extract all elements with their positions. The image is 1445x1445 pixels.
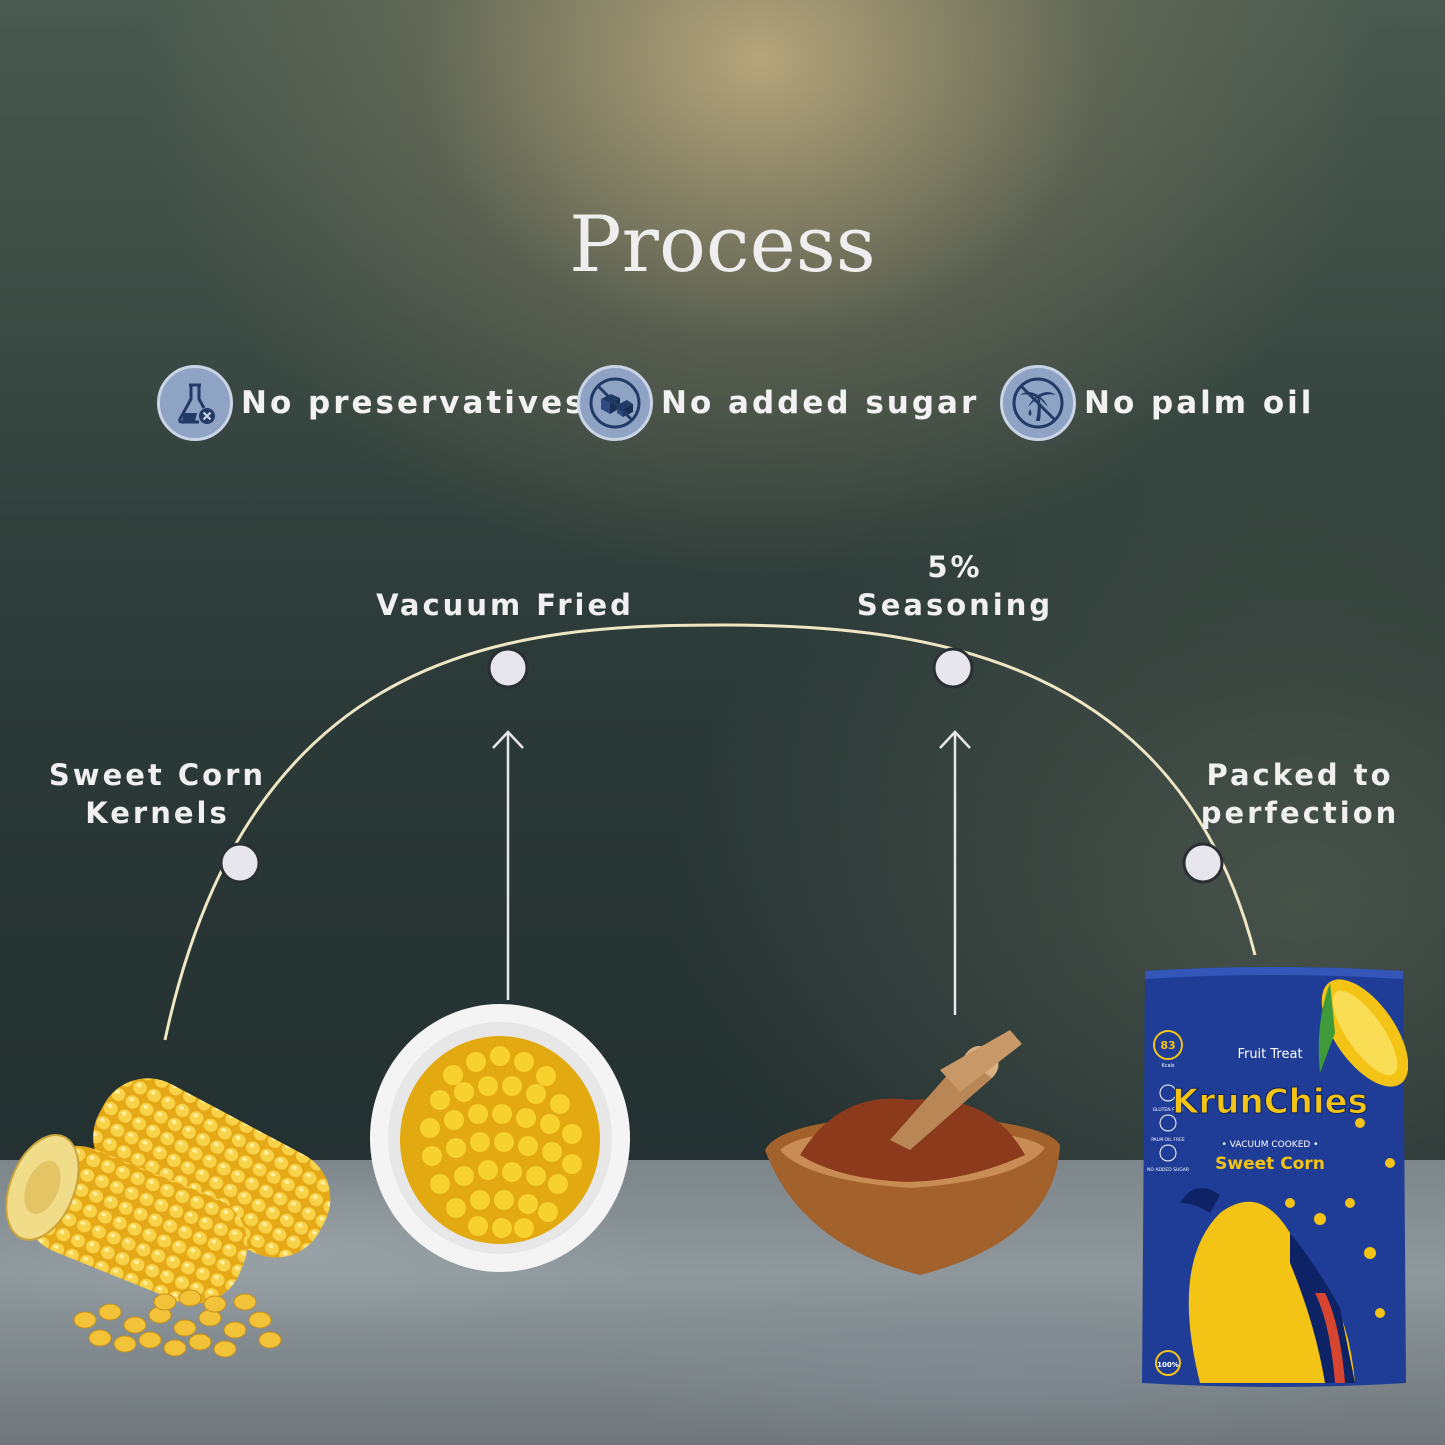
claim-palm-oil-free: PALM OIL FREE — [1151, 1137, 1185, 1143]
node-sweet-corn — [219, 842, 261, 884]
no-palm-oil-icon — [1000, 365, 1076, 441]
product-flavor: Sweet Corn — [1215, 1154, 1325, 1174]
claim-no-added-sugar: NO ADDED SUGAR — [1147, 1167, 1189, 1173]
step-line: Seasoning — [856, 588, 1054, 622]
badge-no-added-sugar: No added sugar — [577, 363, 979, 443]
process-arc — [163, 623, 1257, 1041]
badge-label: No added sugar — [661, 385, 980, 421]
node-seasoning — [932, 647, 974, 689]
step-line: perfection — [1200, 796, 1400, 830]
krunchies-package-image: 83 Kcals GLUTEN FREE PALM OIL FREE NO AD… — [1142, 967, 1408, 1387]
step-line: Kernels — [85, 796, 230, 830]
seasoning-bowl-image — [765, 1030, 1060, 1275]
step-line: 5% — [927, 550, 983, 584]
corn-bowl-image — [370, 1004, 630, 1272]
kcal-unit: Kcals — [1161, 1063, 1174, 1069]
badge-label: No preservatives — [241, 385, 587, 421]
no-added-sugar-icon — [577, 365, 653, 441]
character-face-graphic — [1188, 1201, 1355, 1383]
corn-cobs-image — [5, 1078, 331, 1358]
step-line: Packed to — [1206, 758, 1394, 792]
arrow-vacuum-fried — [492, 730, 524, 1000]
badge-label: No palm oil — [1084, 385, 1315, 421]
brand-name: Fruit Treat — [1237, 1047, 1302, 1062]
arrow-seasoning — [939, 730, 971, 1015]
step-seasoning: 5% Seasoning — [830, 548, 1080, 624]
corn-cob-graphic — [1321, 979, 1408, 1087]
step-line: Vacuum Fried — [376, 588, 634, 622]
natural-badge: 100% — [1157, 1361, 1179, 1369]
kcal-badge — [1153, 1030, 1183, 1060]
kcal-value: 83 — [1160, 1039, 1175, 1052]
step-line: Sweet Corn — [48, 758, 267, 792]
step-sweet-corn-kernels: Sweet Corn Kernels — [40, 756, 275, 832]
claim-gluten-free: GLUTEN FREE — [1153, 1107, 1184, 1113]
no-preservatives-icon — [157, 365, 233, 441]
node-vacuum-fried — [487, 647, 529, 689]
product-name: KrunChies — [1172, 1082, 1368, 1122]
badge-no-palm-oil: No palm oil — [1000, 363, 1314, 443]
page-title: Process — [569, 200, 876, 290]
step-vacuum-fried: Vacuum Fried — [360, 586, 650, 624]
badge-no-preservatives: No preservatives — [157, 363, 587, 443]
node-packed — [1182, 842, 1224, 884]
product-subtitle: • VACUUM COOKED • — [1222, 1140, 1319, 1150]
step-packed-to-perfection: Packed to perfection — [1180, 756, 1420, 832]
